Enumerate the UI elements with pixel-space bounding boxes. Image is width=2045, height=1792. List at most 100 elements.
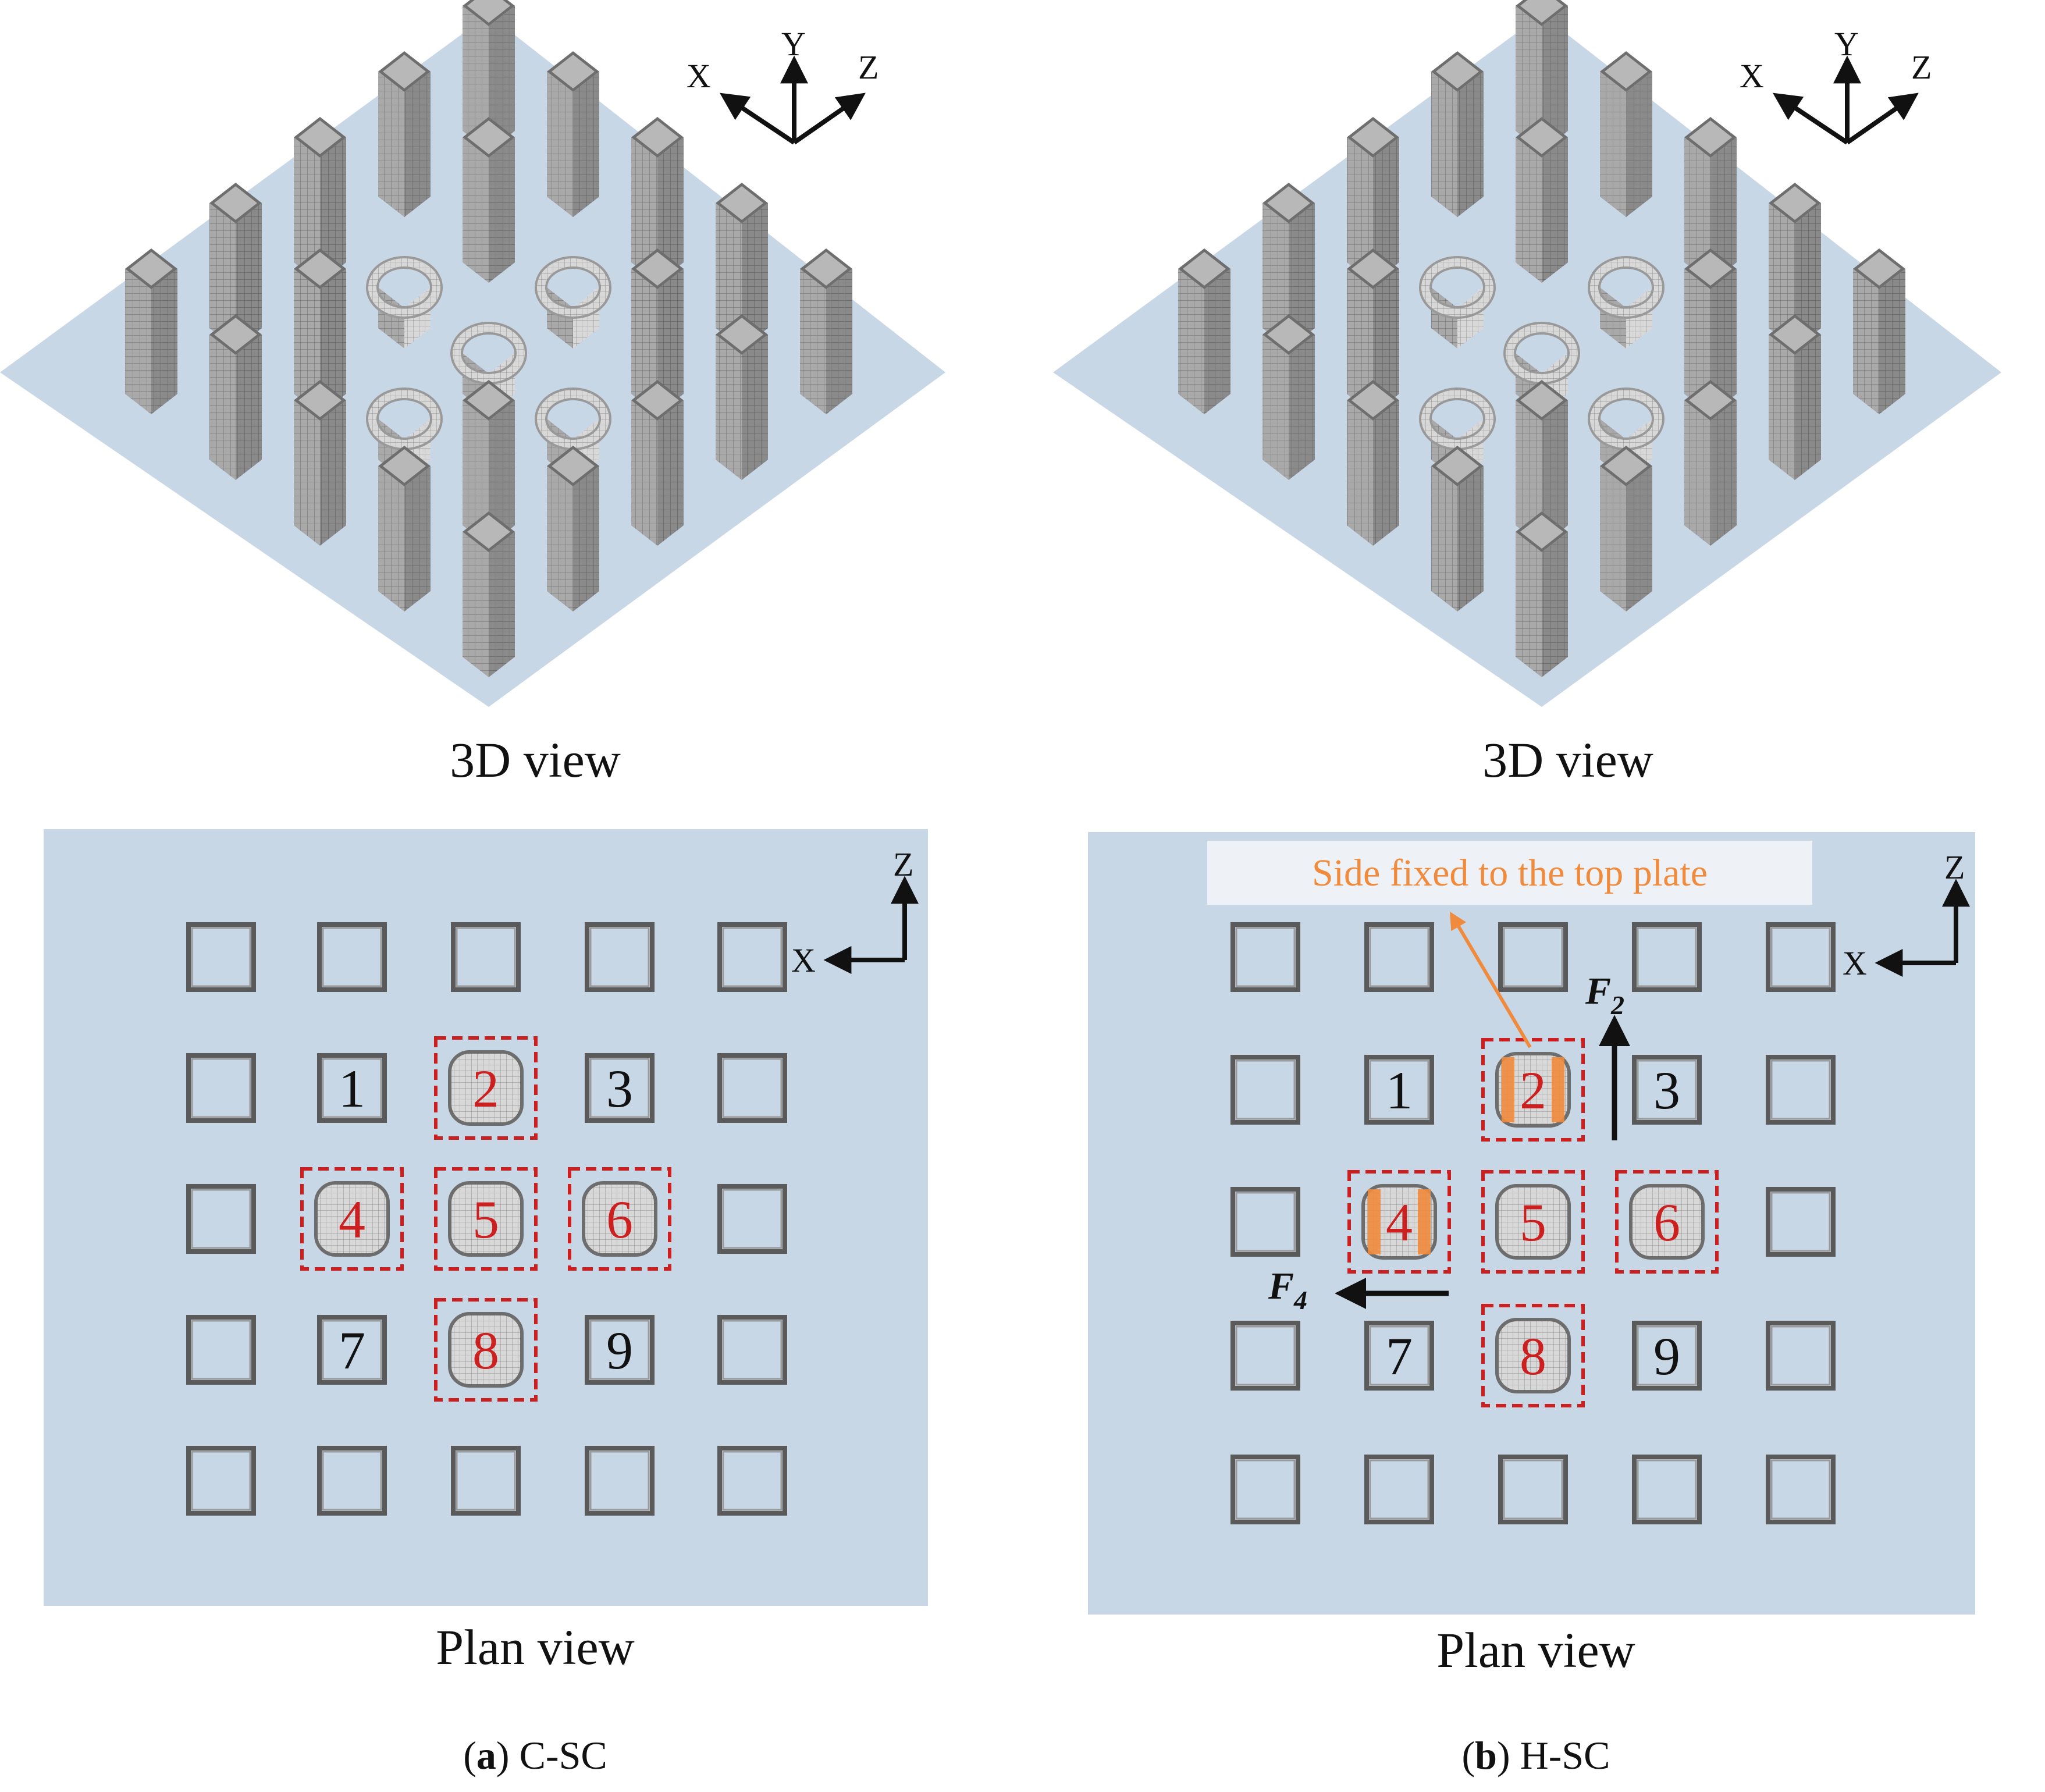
column-3d xyxy=(1684,380,1737,546)
column-section xyxy=(1498,922,1568,992)
column-3d xyxy=(1516,0,1568,151)
column-3d xyxy=(463,0,515,151)
axis-pair-plan: Z X xyxy=(1843,848,1970,982)
highlight-box xyxy=(1481,1304,1585,1407)
column-section xyxy=(317,1053,387,1123)
column-section xyxy=(1632,1455,1702,1524)
column-3d xyxy=(631,248,684,414)
column-number-label: 7 xyxy=(1386,1327,1413,1386)
column-number-label: 6 xyxy=(606,1190,633,1249)
deformed-column xyxy=(1629,1184,1705,1260)
callout-arrow xyxy=(1449,911,1532,1048)
column-number-label: 9 xyxy=(1653,1327,1680,1386)
column-3d xyxy=(1769,183,1821,349)
column-section xyxy=(317,922,387,992)
caption-3d-view-a: 3D view xyxy=(450,732,621,788)
base-plate xyxy=(0,15,945,707)
column-section xyxy=(717,1053,787,1123)
column-3d xyxy=(1431,446,1484,611)
column-number-label: 1 xyxy=(1386,1061,1413,1120)
fixed-side-marker xyxy=(1368,1189,1381,1254)
column-3d xyxy=(1588,256,1665,349)
caption-plan-view-a: Plan view xyxy=(436,1619,635,1675)
column-section xyxy=(1498,1455,1568,1524)
column-3d xyxy=(125,248,177,414)
column-3d xyxy=(800,248,852,414)
column-number-label: 6 xyxy=(1653,1193,1680,1252)
column-3d xyxy=(1600,446,1652,611)
column-section xyxy=(1632,922,1702,992)
axis-label-z: Z xyxy=(1944,848,1965,886)
column-section xyxy=(317,1446,387,1516)
column-section xyxy=(717,1446,787,1516)
column-number-label: 1 xyxy=(339,1059,365,1118)
column-3d xyxy=(1600,51,1652,217)
axis-label-x: X xyxy=(687,57,711,95)
column-3d xyxy=(716,183,768,349)
column-section xyxy=(717,1184,787,1254)
highlight-box xyxy=(1615,1170,1719,1274)
fixed-side-marker xyxy=(1502,1057,1514,1122)
deformed-column xyxy=(448,1050,524,1126)
column-section xyxy=(1230,1187,1300,1257)
column-3d xyxy=(1516,117,1568,283)
column-section xyxy=(585,922,655,992)
column-section xyxy=(1364,922,1434,992)
column-3d xyxy=(1516,380,1568,546)
column-3d xyxy=(547,446,599,611)
column-section xyxy=(1230,1455,1300,1524)
column-section xyxy=(1766,1455,1836,1524)
column-number-label: 3 xyxy=(606,1059,633,1118)
column-number-label: 2 xyxy=(1520,1061,1546,1120)
deformed-column xyxy=(1361,1184,1437,1260)
column-section xyxy=(186,1053,256,1123)
column-3d xyxy=(366,256,443,349)
highlight-box xyxy=(434,1167,538,1271)
force-label-f4: F4 xyxy=(1268,1265,1307,1315)
column-section xyxy=(717,1315,787,1385)
highlight-box xyxy=(568,1167,671,1271)
column-3d xyxy=(294,248,346,414)
column-section xyxy=(186,1315,256,1385)
panel-a-3d-view: X Y Z xyxy=(0,0,945,707)
axis-pair-plan: Z X xyxy=(791,845,919,979)
base-plate xyxy=(1053,15,2001,707)
column-3d xyxy=(1684,117,1737,283)
subcaption-a: (a) C-SC xyxy=(463,1733,607,1777)
deformed-column xyxy=(448,1181,524,1257)
column-3d xyxy=(463,380,515,546)
column-section xyxy=(1766,1321,1836,1391)
callout-text: Side fixed to the top plate xyxy=(1312,852,1708,894)
deformed-column xyxy=(314,1181,390,1257)
highlight-box xyxy=(434,1298,538,1402)
column-number-label: 8 xyxy=(472,1321,499,1380)
column-number-label: 3 xyxy=(1653,1061,1680,1120)
column-section xyxy=(585,1446,655,1516)
callout-box xyxy=(1207,841,1812,905)
column-number-label: 7 xyxy=(339,1321,365,1380)
column-3d xyxy=(378,446,431,611)
column-3d xyxy=(463,511,515,677)
column-section xyxy=(1364,1455,1434,1524)
column-3d xyxy=(1684,248,1737,414)
column-3d xyxy=(463,117,515,283)
force-label-f2: F2 xyxy=(1585,970,1624,1020)
column-section xyxy=(585,1053,655,1123)
axis-label-y: Y xyxy=(1834,25,1859,63)
column-3d xyxy=(1431,51,1484,217)
caption-3d-view-b: 3D view xyxy=(1482,732,1653,788)
axis-label-y: Y xyxy=(781,25,806,63)
column-section xyxy=(451,922,521,992)
column-section xyxy=(186,1446,256,1516)
deformed-column xyxy=(1495,1052,1571,1128)
column-3d xyxy=(547,51,599,217)
column-section xyxy=(186,1184,256,1254)
column-section xyxy=(1230,1321,1300,1391)
axis-label-x: X xyxy=(791,941,816,979)
column-3d xyxy=(631,117,684,283)
column-section xyxy=(1766,922,1836,992)
column-array-3d xyxy=(1178,0,1905,677)
fixed-side-marker xyxy=(1418,1189,1431,1254)
